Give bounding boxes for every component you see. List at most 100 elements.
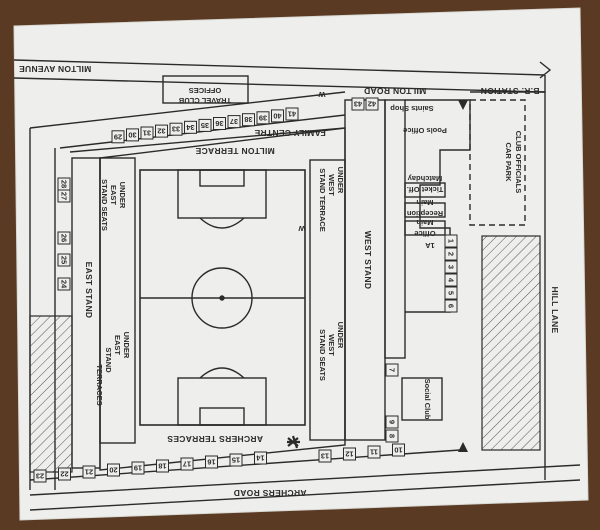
- milton-road-label: MILTON ROAD: [364, 86, 426, 96]
- gate-milton_road-38: 38: [242, 113, 255, 127]
- east-terraces-label-2: EAST: [113, 335, 122, 355]
- gate-archers_road-11: 11: [367, 445, 381, 459]
- gate-number: 28: [60, 180, 69, 188]
- gate-number: 29: [114, 132, 122, 141]
- gate-milton_road-34: 34: [184, 120, 197, 134]
- car-park-label: CAR PARK: [504, 142, 513, 182]
- gate-milton_road-33: 33: [169, 122, 183, 136]
- gate-archers_road-12: 12: [343, 447, 356, 461]
- travel-club-label: TRAVEL CLUB: [178, 96, 231, 105]
- east-seats-label-2: EAST: [109, 185, 118, 205]
- milton-terrace-label: MILTON TERRACE: [195, 146, 274, 156]
- gate-archers_road-17: 17: [180, 457, 194, 471]
- gate-west_side-3: 3: [444, 260, 458, 274]
- gate-number: 13: [321, 452, 329, 461]
- ground-frame: [99, 127, 346, 471]
- gate-number: 24: [60, 280, 69, 289]
- gate-number: 14: [256, 454, 265, 463]
- gate-milton_road-40: 40: [271, 109, 284, 123]
- gate-east_side-26: 26: [57, 231, 71, 245]
- west-stand-label: WEST STAND: [363, 231, 373, 290]
- gate-west_side-1: 1: [444, 234, 458, 248]
- gate-west_side-4: 4: [444, 273, 458, 287]
- hatched-area-east: [29, 315, 73, 473]
- gate-number: 37: [230, 117, 238, 126]
- gate-west_side-7: 7: [385, 363, 399, 377]
- west-terrace-label-1: UNDER: [336, 167, 345, 194]
- ticket-office-label: Ticket Off.: [407, 185, 444, 194]
- west-seats-label-2: WEST: [327, 334, 336, 356]
- reception-box: [404, 202, 446, 218]
- br-station-label: B.R. STATION: [480, 86, 539, 96]
- gate-number: 5: [447, 291, 456, 295]
- gate-number: 17: [183, 460, 191, 469]
- gate-milton_road-36: 36: [213, 117, 226, 130]
- archers-road: [29, 449, 581, 511]
- gate-milton_road-30: 30: [126, 128, 139, 142]
- centre-spot: [219, 295, 225, 301]
- gate-number: 31: [143, 129, 151, 138]
- gate-number: 8: [388, 434, 397, 438]
- hatched-area-hill-lane: [481, 235, 541, 451]
- travel-club-offices-label: OFFICES: [189, 86, 222, 95]
- gate-number: 40: [273, 111, 281, 120]
- gate-milton_road-43: 43: [351, 97, 365, 111]
- gate-number: 6: [447, 304, 456, 308]
- social-club-label: Social Club: [423, 379, 432, 420]
- gate-east_side-25: 25: [57, 253, 71, 267]
- gate-milton_road-31: 31: [140, 126, 154, 140]
- gate-number: 32: [157, 127, 165, 136]
- matchday-label: Matchday: [407, 174, 442, 183]
- gate-number: 4: [447, 278, 456, 283]
- gate-archers_road-16: 16: [205, 455, 218, 469]
- gate-west_side-9: 9: [385, 415, 399, 429]
- archers-road-label: ARCHERS ROAD: [233, 488, 306, 498]
- gate-archers_road-15: 15: [229, 453, 243, 467]
- gate-archers_road-22: 22: [58, 467, 71, 481]
- centre-circle: [191, 267, 253, 329]
- ticket-office-box: [404, 182, 446, 198]
- gate-number: 21: [85, 468, 93, 477]
- east-terraces-label-1: UNDER: [122, 332, 131, 359]
- gate-west_side-8: 8: [385, 429, 399, 443]
- gate-number: 43: [354, 100, 362, 109]
- w-marker-west: W: [298, 224, 306, 233]
- gate-number: 34: [186, 123, 195, 132]
- entrance-arrow-top: [458, 100, 468, 110]
- gate-number: 3: [447, 265, 456, 269]
- family-centre-label: FAMILY CENTRE: [254, 128, 325, 138]
- star-marker: [287, 435, 300, 449]
- top-goal-area: [199, 169, 245, 187]
- west-seats-label-1: UNDER: [336, 322, 345, 349]
- gate-number: 10: [394, 446, 402, 455]
- gate-milton_road-41: 41: [285, 107, 299, 121]
- east-terraces-label-4: TERRACES: [95, 364, 104, 405]
- gate-archers_road-14: 14: [254, 451, 267, 465]
- gate-number: 15: [232, 456, 240, 465]
- social-club-building: [401, 377, 443, 421]
- gate-number: 25: [60, 256, 69, 264]
- block-1a-label: 1A: [425, 241, 435, 250]
- hill-lane-label: HILL LANE: [550, 287, 560, 334]
- gate-number: 20: [109, 466, 117, 475]
- gate-number: 41: [288, 110, 296, 119]
- gate-number: 23: [36, 472, 44, 481]
- gate-number: 26: [60, 234, 69, 242]
- gate-archers_road-21: 21: [82, 465, 96, 479]
- milton-avenue-label: MILTON AVENUE: [19, 64, 92, 74]
- west-terrace-label-2: WEST: [327, 174, 336, 196]
- west-seats-label-3: STAND SEATS: [318, 329, 327, 381]
- gate-number: 1: [447, 239, 456, 243]
- gate-number: 12: [345, 450, 353, 459]
- gate-number: 16: [207, 458, 215, 467]
- gate-milton_road-32: 32: [155, 124, 168, 138]
- main-office-main-label: Main: [416, 218, 434, 227]
- car-park-officials-label: CLUB OFFICIALS: [514, 131, 523, 194]
- east-seats-label-3: STAND SEATS: [100, 179, 109, 231]
- gate-number: 35: [201, 121, 209, 130]
- gate-number: 42: [368, 100, 376, 109]
- gate-west_side-5: 5: [444, 286, 458, 300]
